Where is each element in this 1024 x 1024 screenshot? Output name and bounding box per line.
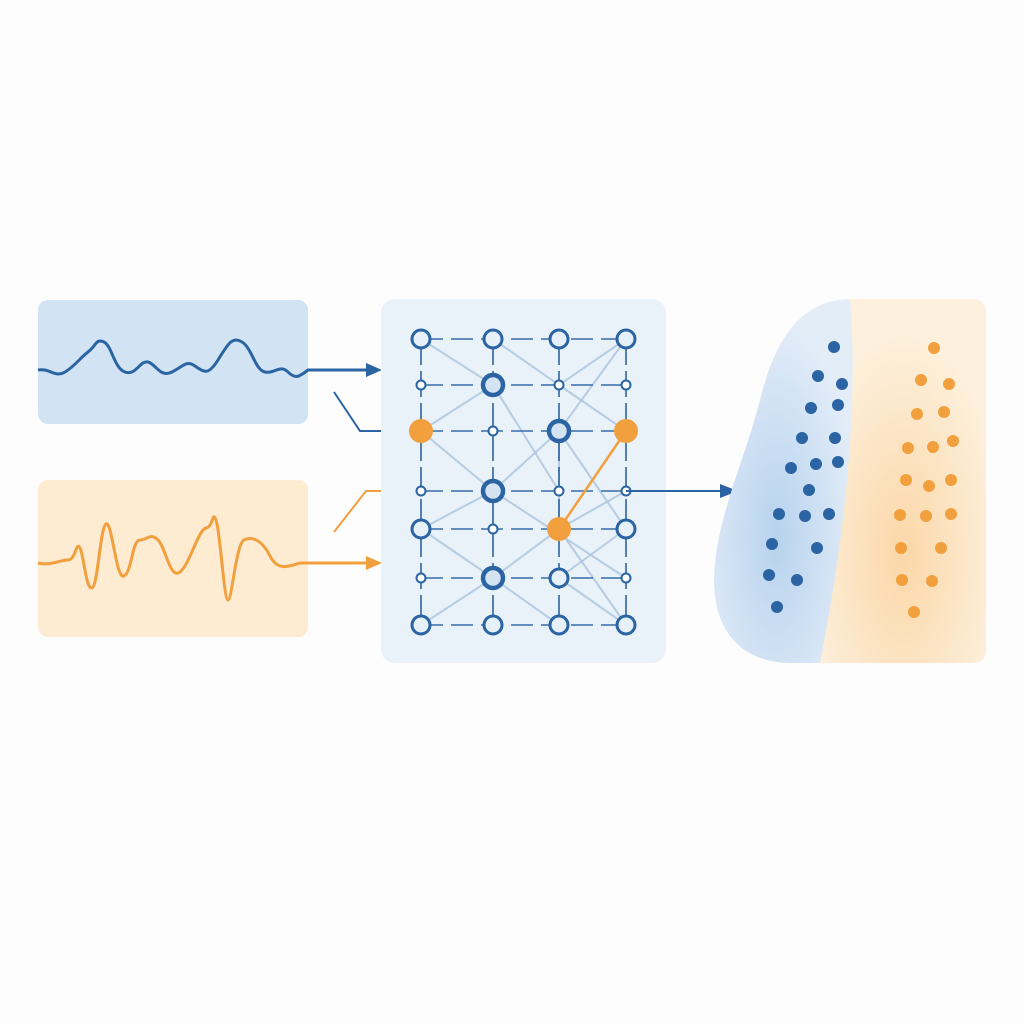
blue-dot <box>812 370 824 382</box>
grid-edge <box>420 577 494 626</box>
blue-dot <box>810 458 822 470</box>
orange-dot <box>908 606 920 618</box>
blue-dot <box>803 484 815 496</box>
orange-dot <box>915 374 927 386</box>
grid-node-small <box>553 379 565 391</box>
grid-edge <box>420 430 494 492</box>
blue-dot <box>828 341 840 353</box>
grid-node-small <box>415 572 427 584</box>
grid-node <box>615 518 637 540</box>
grid-edge <box>492 338 560 386</box>
grid-node-orange <box>409 419 433 443</box>
grid-node-active <box>480 372 506 398</box>
grid-node-small <box>487 425 499 437</box>
blue-cluster-region <box>714 299 853 663</box>
grid-edge <box>420 384 494 432</box>
grid-edge <box>492 384 560 492</box>
blue-dot <box>823 508 835 520</box>
orange-dot <box>894 509 906 521</box>
blue-dot <box>766 538 778 550</box>
orange-dot <box>927 441 939 453</box>
grid-node-small <box>487 523 499 535</box>
grid-edge <box>420 490 494 530</box>
orange-dot <box>902 442 914 454</box>
network-grid <box>409 328 638 636</box>
blue-signal-panel <box>38 300 308 424</box>
grid-node-active <box>546 418 572 444</box>
blue-dot <box>763 569 775 581</box>
blue-dot <box>832 399 844 411</box>
orange-dot <box>911 408 923 420</box>
arrow-head-icon <box>720 484 738 498</box>
grid-node-active <box>480 478 506 504</box>
orange-dot <box>923 480 935 492</box>
orange-dot <box>947 435 959 447</box>
grid-edge <box>492 528 560 579</box>
grid-node-orange <box>547 517 571 541</box>
grid-node-small <box>415 485 427 497</box>
blue-dot <box>785 462 797 474</box>
blue-wave <box>37 338 372 378</box>
cluster-dots <box>763 341 959 618</box>
orange-edge <box>557 430 628 530</box>
orange-signal-panel <box>38 480 308 637</box>
orange-dot <box>900 474 912 486</box>
blue-dot <box>771 601 783 613</box>
blue-dot <box>836 378 848 390</box>
grid-edge <box>558 384 627 432</box>
grid-edge <box>558 338 627 386</box>
blue-dot <box>773 508 785 520</box>
grid-node-small <box>620 379 632 391</box>
grid-node-small <box>415 379 427 391</box>
grid-node <box>410 328 432 350</box>
arrow-head-icon <box>366 363 382 377</box>
grid-node <box>548 567 570 589</box>
blue-dot <box>796 432 808 444</box>
blue-dot <box>805 402 817 414</box>
grid-node <box>410 518 432 540</box>
orange-dot <box>895 542 907 554</box>
grid-node <box>410 614 432 636</box>
grid-edge <box>558 490 627 530</box>
grid-node <box>615 328 637 350</box>
grid-node <box>482 614 504 636</box>
grid-node-small <box>620 572 632 584</box>
orange-dot <box>928 342 940 354</box>
grid-node <box>482 328 504 350</box>
blue-dot <box>811 542 823 554</box>
arrow-head-icon <box>366 556 382 570</box>
grid-edge <box>558 528 627 579</box>
grid-node-small <box>553 485 565 497</box>
grid-edge <box>420 338 494 386</box>
blue-dot <box>832 456 844 468</box>
orange-dot <box>935 542 947 554</box>
orange-dot <box>896 574 908 586</box>
blue-dot <box>791 574 803 586</box>
orange-dot <box>920 510 932 522</box>
grid-node <box>548 328 570 350</box>
orange-dot <box>943 378 955 390</box>
grid-edge <box>492 577 560 626</box>
grid-node <box>548 614 570 636</box>
orange-wave <box>37 515 372 602</box>
blue-dot <box>799 510 811 522</box>
orange-dot <box>938 406 950 418</box>
orange-dot <box>945 474 957 486</box>
grid-node-active <box>480 565 506 591</box>
grid-node-orange <box>614 419 638 443</box>
grid-edge <box>420 528 494 579</box>
orange-dot <box>945 508 957 520</box>
network-panel <box>381 299 666 663</box>
grid-edge <box>558 577 627 626</box>
orange-dot <box>926 575 938 587</box>
blue-dot <box>829 432 841 444</box>
grid-edge <box>492 430 560 492</box>
grid-node <box>615 614 637 636</box>
